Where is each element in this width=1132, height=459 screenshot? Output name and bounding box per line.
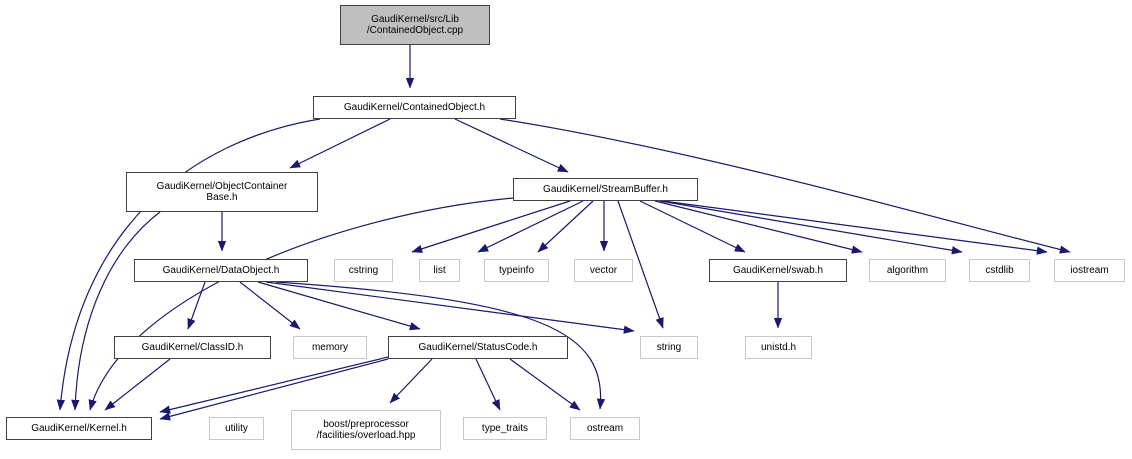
graph-node-label: typeinfo (498, 264, 535, 276)
graph-node-utility[interactable]: utility (209, 417, 264, 440)
graph-node-boost_overload[interactable]: boost/preprocessor /facilities/overload.… (291, 410, 441, 450)
graph-node-label: GaudiKernel/ObjectContainer Base.h (156, 180, 288, 203)
edge-streambuffer_h-to-list (477, 200, 584, 253)
edge-objcontbase_h-to-kernel_h (71, 211, 161, 411)
graph-node-label: GaudiKernel/ClassID.h (141, 341, 244, 353)
edge-contained_h-to-iostream (499, 118, 1071, 254)
graph-node-label: GaudiKernel/swab.h (732, 264, 824, 276)
graph-node-label: GaudiKernel/src/Lib /ContainedObject.cpp (366, 13, 464, 36)
edge-contained_h-to-objcontbase_h (289, 118, 391, 169)
edge-streambuffer_h-to-algorithm (654, 200, 863, 254)
graph-node-label: ostream (586, 422, 624, 434)
graph-node-label: boost/preprocessor /facilities/overload.… (316, 418, 416, 441)
graph-node-algorithm[interactable]: algorithm (869, 259, 946, 282)
graph-node-label: GaudiKernel/DataObject.h (162, 264, 280, 276)
graph-node-label: memory (311, 341, 349, 353)
graph-node-cstring[interactable]: cstring (334, 259, 393, 282)
edge-dataobject_h-to-classid_h (187, 281, 206, 330)
graph-node-memory[interactable]: memory (293, 336, 367, 359)
graph-node-label: algorithm (886, 264, 929, 276)
edge-dataobject_h-to-statuscode_h (257, 281, 421, 331)
edge-streambuffer_h-to-cstring (411, 200, 571, 253)
edge-dataobject_h-to-ostream (275, 281, 606, 410)
edge-statuscode_h-to-kernel_h (159, 356, 389, 414)
graph-node-vector[interactable]: vector (574, 259, 633, 282)
graph-node-string[interactable]: string (640, 336, 698, 359)
graph-node-streambuffer_h[interactable]: GaudiKernel/StreamBuffer.h (513, 178, 698, 201)
graph-node-label: cstdlib (985, 264, 1014, 276)
graph-node-list[interactable]: list (419, 259, 460, 282)
graph-node-label: vector (589, 264, 618, 276)
graph-node-contained_h[interactable]: GaudiKernel/ContainedObject.h (313, 96, 516, 119)
edge-streambuffer_h-to-string (617, 200, 664, 329)
graph-node-contained_cpp[interactable]: GaudiKernel/src/Lib /ContainedObject.cpp (340, 5, 490, 45)
graph-node-label: unistd.h (760, 341, 797, 353)
graph-node-swab_h[interactable]: GaudiKernel/swab.h (709, 259, 847, 282)
graph-node-ostream[interactable]: ostream (570, 417, 640, 440)
graph-node-label: type_traits (481, 422, 529, 434)
edge-statuscode_h-to-ostream (509, 358, 581, 411)
graph-node-label: GaudiKernel/ContainedObject.h (343, 101, 486, 113)
graph-node-label: GaudiKernel/Kernel.h (31, 422, 127, 434)
graph-node-label: GaudiKernel/StreamBuffer.h (543, 183, 668, 195)
graph-node-dataobject_h[interactable]: GaudiKernel/DataObject.h (134, 259, 308, 282)
edge-dataobject_h-to-string (265, 281, 635, 334)
graph-node-objcontbase_h[interactable]: GaudiKernel/ObjectContainer Base.h (126, 172, 318, 212)
edge-contained_h-to-streambuffer_h (454, 118, 569, 173)
graph-node-typeinfo[interactable]: typeinfo (484, 259, 549, 282)
graph-node-cstdlib[interactable]: cstdlib (969, 259, 1030, 282)
edge-classid_h-to-kernel_h (104, 358, 171, 411)
graph-node-kernel_h[interactable]: GaudiKernel/Kernel.h (6, 417, 152, 440)
edge-streambuffer_h-to-typeinfo (537, 200, 594, 253)
edge-statuscode_h-to-type_traits (475, 358, 501, 411)
edge-statuscode_h-to-boost_overload (389, 358, 433, 404)
graph-node-label: iostream (1070, 264, 1109, 276)
edge-streambuffer_h-to-iostream (662, 200, 1048, 255)
graph-node-label: utility (225, 422, 248, 434)
graph-node-label: list (433, 264, 446, 276)
graph-node-unistd_h[interactable]: unistd.h (745, 336, 812, 359)
graph-node-iostream[interactable]: iostream (1054, 259, 1125, 282)
edge-dataobject_h-to-memory (239, 281, 301, 330)
graph-node-label: string (656, 341, 682, 353)
edge-streambuffer_h-to-cstdlib (659, 200, 963, 255)
edge-statuscode_h-to-kernel_h (159, 358, 389, 421)
graph-node-classid_h[interactable]: GaudiKernel/ClassID.h (114, 336, 271, 359)
graph-node-label: cstring (348, 264, 379, 276)
graph-node-statuscode_h[interactable]: GaudiKernel/StatusCode.h (388, 336, 568, 359)
graph-node-type_traits[interactable]: type_traits (463, 417, 547, 440)
edge-streambuffer_h-to-swab_h (639, 200, 746, 253)
graph-node-label: GaudiKernel/StatusCode.h (418, 341, 538, 353)
edges-group (56, 45, 1071, 421)
